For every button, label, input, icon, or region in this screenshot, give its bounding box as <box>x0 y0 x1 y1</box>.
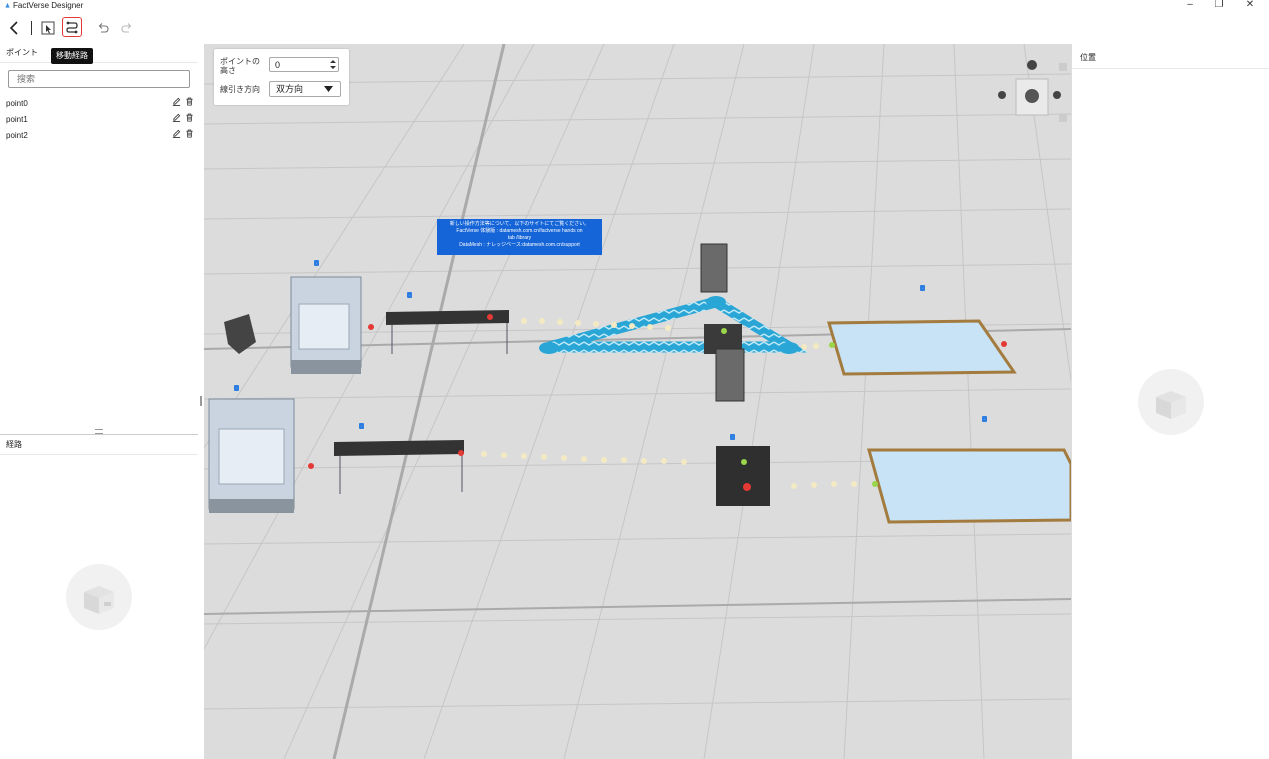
list-item[interactable]: point0 <box>0 96 198 112</box>
undo-icon <box>98 23 109 33</box>
point-properties-panel: ポイントの高さ 0 線引き方向 双方向 <box>214 49 349 105</box>
empty-box-icon <box>66 564 132 630</box>
machine-1 <box>290 276 362 374</box>
height-input[interactable]: 0 <box>269 57 339 72</box>
route-tool-button[interactable] <box>62 17 82 37</box>
panel-divider <box>0 434 198 435</box>
table-1 <box>827 319 1017 376</box>
edit-icon[interactable] <box>172 113 181 122</box>
redo-icon <box>121 23 132 33</box>
table-2 <box>867 448 1071 524</box>
app-title: FactVerse Designer <box>13 1 84 10</box>
list-item[interactable]: point2 <box>0 128 198 144</box>
position-panel-title: 位置 <box>1072 44 1269 69</box>
toolbar <box>0 12 1269 44</box>
search-input[interactable] <box>15 71 189 87</box>
direction-label: 線引き方向 <box>220 85 260 94</box>
machine-2 <box>208 398 295 513</box>
title-bar: FactVerse Designer – ❐ ✕ <box>0 0 1269 12</box>
tooltip: 移動経路 <box>51 48 93 64</box>
app-logo-icon <box>5 2 10 8</box>
select-icon <box>41 21 55 35</box>
minimize-button[interactable]: – <box>1187 0 1193 10</box>
conveyor-2 <box>334 440 464 456</box>
back-button[interactable] <box>6 18 22 38</box>
panel-resize-handle[interactable] <box>95 429 103 434</box>
redo-button[interactable] <box>120 18 134 38</box>
floor-grid <box>204 44 1071 759</box>
edit-icon[interactable] <box>172 97 181 106</box>
search-box[interactable] <box>8 70 190 88</box>
conveyor-1 <box>386 310 509 325</box>
point-label: point1 <box>6 115 28 124</box>
point-label: point0 <box>6 99 28 108</box>
panel-splitter[interactable] <box>198 44 204 759</box>
select-tool-button[interactable] <box>40 18 56 38</box>
back-icon <box>9 21 18 35</box>
box-object <box>224 314 256 354</box>
delete-icon[interactable] <box>185 113 194 122</box>
scene-canvas[interactable] <box>204 44 1071 759</box>
point-label: point2 <box>6 131 28 140</box>
route-panel: 経路 <box>0 436 198 455</box>
chevron-down-icon <box>324 86 333 92</box>
empty-box-icon <box>1138 369 1204 435</box>
right-panel: 位置 <box>1071 44 1269 759</box>
height-label: ポイントの高さ <box>220 57 260 75</box>
delete-icon[interactable] <box>185 97 194 106</box>
list-item[interactable]: point1 <box>0 112 198 128</box>
point-list: point0 point1 point2 <box>0 96 198 144</box>
points-panel-title: ポイント <box>0 44 198 63</box>
toolbar-divider <box>31 21 32 35</box>
stepper-icon[interactable] <box>330 59 336 70</box>
edit-icon[interactable] <box>172 129 181 138</box>
delete-icon[interactable] <box>185 129 194 138</box>
info-banner: 新しい操作方法等について、以下のサイトにてご覧ください。 FactVerse 体… <box>437 219 602 255</box>
restore-button[interactable]: ❐ <box>1214 0 1224 10</box>
close-button[interactable]: ✕ <box>1245 0 1255 10</box>
route-panel-title: 経路 <box>0 436 198 455</box>
scene-viewport[interactable]: . . . . . . . 新しい操作方法等について、以下のサイトにてご覧くださ… <box>204 44 1071 759</box>
left-panel: ポイント point0 point1 point2 <box>0 44 199 759</box>
agv-station <box>700 243 770 506</box>
direction-select[interactable]: 双方向 <box>269 81 341 97</box>
view-cube[interactable] <box>998 60 1067 122</box>
route-icon <box>66 21 78 34</box>
undo-button[interactable] <box>96 18 110 38</box>
